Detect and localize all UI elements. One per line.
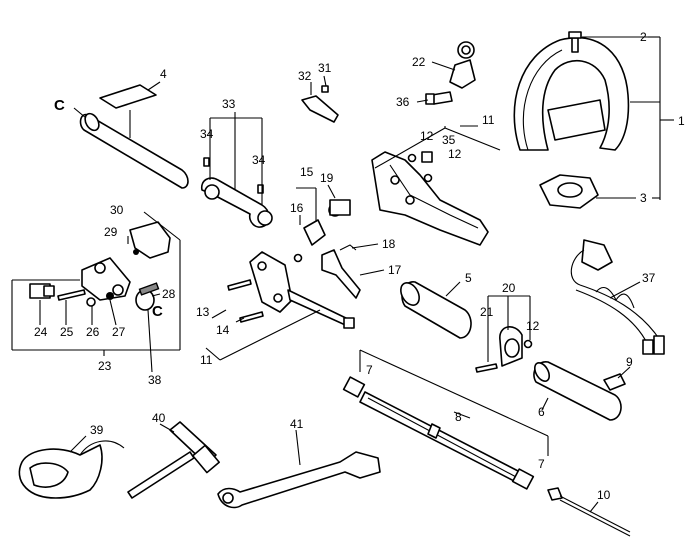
connector-mark: C <box>54 97 65 114</box>
callout: 32 <box>298 69 312 83</box>
callout: 8 <box>455 410 462 424</box>
callout: 11 <box>482 113 495 127</box>
loop-handle <box>513 31 630 209</box>
callout: 21 <box>480 305 494 319</box>
grip-sleeve <box>400 281 472 339</box>
callout: 18 <box>382 237 396 251</box>
callout: 17 <box>388 263 402 277</box>
hanger-bracket <box>200 157 273 228</box>
callout: 27 <box>112 325 126 339</box>
callout: 7 <box>366 363 373 377</box>
callout: 28 <box>162 287 176 301</box>
callout: 37 <box>642 271 656 285</box>
callout: 12 <box>526 319 540 333</box>
wiring-harness <box>570 239 665 355</box>
callout: 19 <box>320 171 334 185</box>
callout: 5 <box>465 271 472 285</box>
drive-tube-lower <box>533 361 626 421</box>
callout: 9 <box>626 355 633 369</box>
switch-knob <box>301 85 339 123</box>
callout: 4 <box>160 67 167 81</box>
callout: 23 <box>98 359 112 373</box>
connector-mark: C <box>152 303 163 320</box>
callout: 22 <box>412 55 426 69</box>
callout: 34 <box>200 127 214 141</box>
callout: 1 <box>678 114 685 128</box>
callout: 36 <box>396 95 410 109</box>
throttle-handle-assembly <box>371 151 489 246</box>
throttle-cable <box>547 487 631 537</box>
spark-plug-wrench <box>127 421 220 499</box>
callout: 34 <box>252 153 266 167</box>
drive-tube-upper <box>79 84 189 189</box>
callout: 7 <box>538 457 545 471</box>
callout: 16 <box>290 201 304 215</box>
callout: 14 <box>216 323 230 337</box>
callout: 30 <box>110 203 124 217</box>
callout: 31 <box>318 61 332 75</box>
safety-goggles <box>18 440 125 499</box>
drive-shaft <box>342 376 535 490</box>
callout: 20 <box>502 281 516 295</box>
coupling-assembly <box>29 221 171 311</box>
callout: 33 <box>222 97 236 111</box>
callout: 6 <box>538 405 545 419</box>
callout-labels: 2 1 3 4 5 6 7 7 8 9 10 11 11 12 12 12 13… <box>34 30 685 502</box>
callout: 12 <box>420 129 434 143</box>
callout: 2 <box>640 30 647 44</box>
callout: 12 <box>448 147 462 161</box>
callout: 39 <box>90 423 104 437</box>
handle-grip-lower <box>227 251 355 329</box>
throttle-trigger <box>293 199 361 299</box>
callout: 13 <box>196 305 210 319</box>
callout: 38 <box>148 373 162 387</box>
shaft-clamp <box>475 326 533 373</box>
callout: 26 <box>86 325 100 339</box>
throttle-lock-knob <box>425 41 476 105</box>
callout: 35 <box>442 133 456 147</box>
callout: 15 <box>300 165 314 179</box>
callout: 10 <box>597 488 611 502</box>
callout: 3 <box>640 191 647 205</box>
callout: 11 <box>200 353 213 367</box>
hex-wrench <box>217 451 381 509</box>
callout: 41 <box>290 417 304 431</box>
callout: 25 <box>60 325 74 339</box>
callout: 24 <box>34 325 48 339</box>
callout: 29 <box>104 225 118 239</box>
callout: 40 <box>152 411 166 425</box>
